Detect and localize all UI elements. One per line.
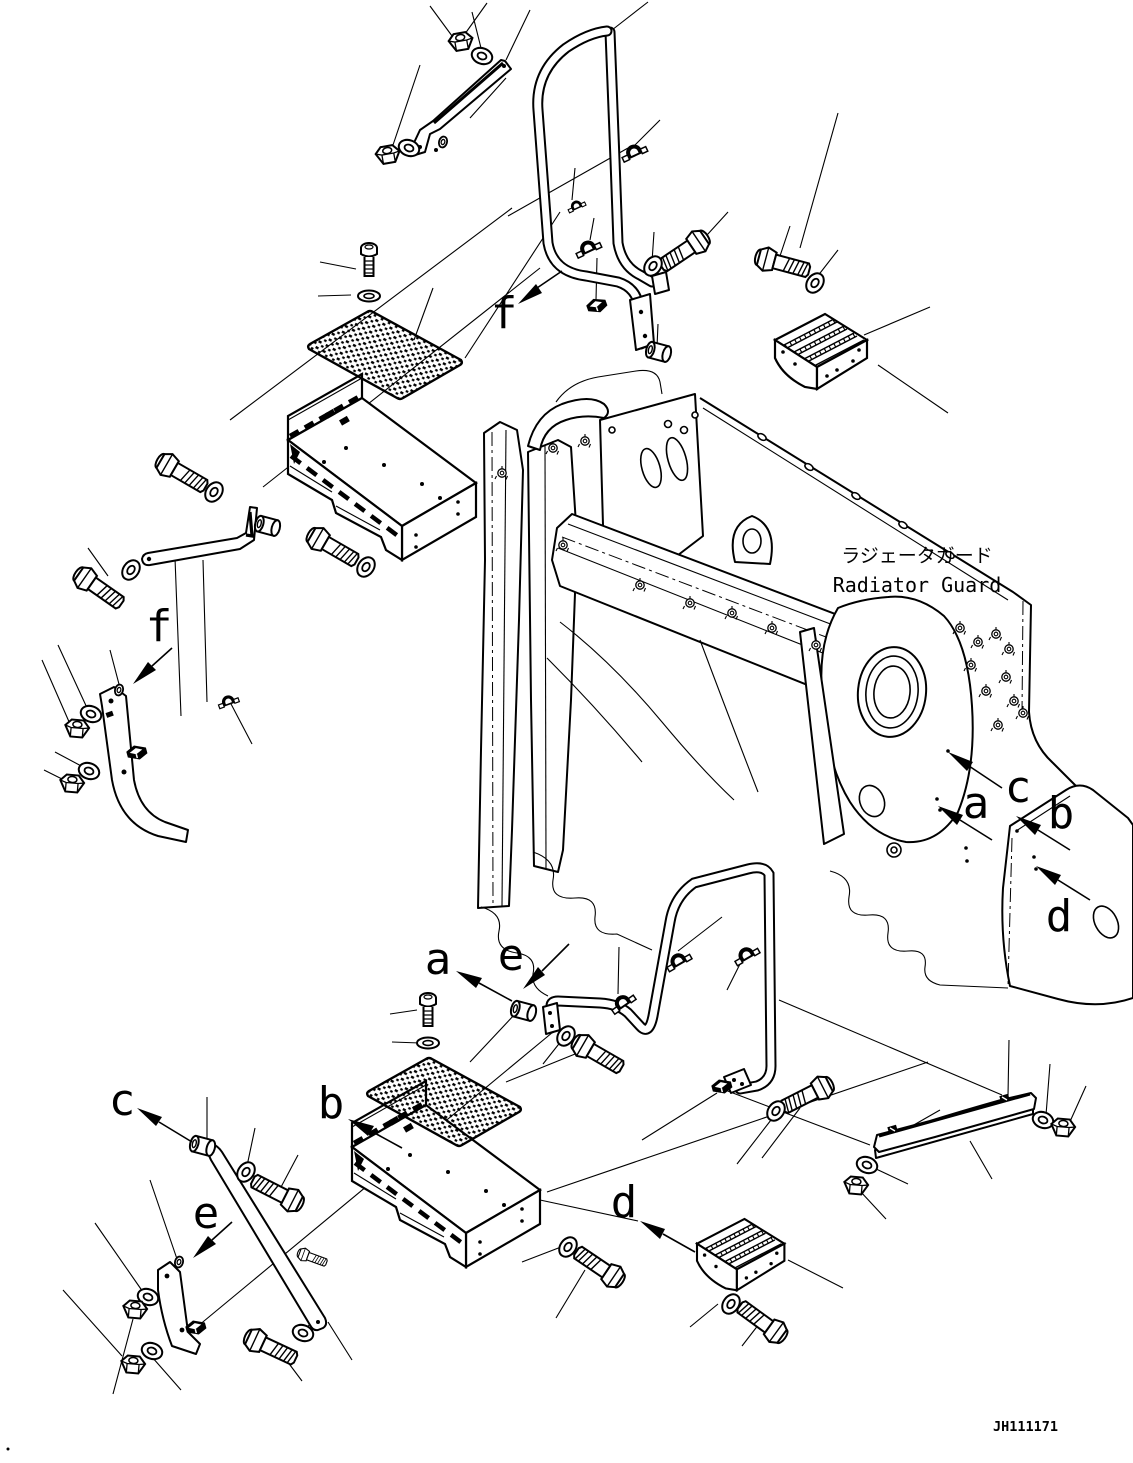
hex-bolt xyxy=(566,1028,629,1080)
view-arrow-a-right xyxy=(938,806,993,841)
lower-left-mount-bracket xyxy=(157,1261,201,1355)
lower-step-hinge-tabs xyxy=(389,1115,414,1133)
view-arrow-e-middle xyxy=(523,943,570,989)
pin xyxy=(172,1254,186,1270)
hex-nut xyxy=(63,717,91,740)
hex-bolt xyxy=(731,1295,793,1350)
hex-nut xyxy=(119,1353,147,1376)
view-arrow-d-lower xyxy=(640,1221,696,1253)
hex-bolt xyxy=(150,447,213,499)
view-arrow-b-right xyxy=(1016,816,1071,851)
lower-right-step-tread xyxy=(697,1219,784,1290)
view-arrow-e-lower xyxy=(193,1221,233,1258)
view-arrow-c-right xyxy=(948,752,1003,789)
rail-clip xyxy=(215,691,240,710)
flat-washer xyxy=(138,1339,166,1363)
hex-bolt xyxy=(568,1240,631,1294)
page-mark-dot xyxy=(6,1447,10,1451)
pan-head-screw xyxy=(419,992,437,1027)
flat-washer xyxy=(416,1036,440,1050)
view-label-e-middle: e xyxy=(498,930,525,981)
hex-bolt xyxy=(67,561,130,615)
view-label-f-left: f xyxy=(146,601,173,652)
hex-bolt xyxy=(776,1070,839,1120)
hex-nut xyxy=(58,772,86,795)
flat-washer xyxy=(468,44,496,68)
part-title-japanese: ラジェータガード xyxy=(841,545,993,567)
upper-support-arm xyxy=(411,59,512,156)
hex-nut xyxy=(446,30,476,53)
rail-clip xyxy=(565,196,587,214)
spacer-bushing xyxy=(252,513,283,538)
spacer-bushing xyxy=(187,1133,218,1158)
upper-step-hinge-tabs xyxy=(325,408,350,426)
rail-clip xyxy=(730,941,761,967)
view-label-a-middle: a xyxy=(425,934,452,985)
view-arrow-b-lower xyxy=(348,1119,403,1149)
hex-nut xyxy=(842,1174,870,1197)
hex-bolt xyxy=(653,224,716,278)
view-label-d-lower: d xyxy=(611,1177,638,1228)
view-arrow-d-right xyxy=(1036,866,1091,901)
left-mount-bracket xyxy=(99,686,189,843)
view-label-c-right: c xyxy=(1005,762,1032,813)
lower-handrail xyxy=(542,862,777,1095)
lower-right-support-arm xyxy=(873,1092,1037,1159)
part-title-english: Radiator Guard xyxy=(833,573,1002,597)
view-label-a-right: a xyxy=(963,778,990,829)
view-label-d-right: d xyxy=(1046,891,1073,942)
view-arrow-f-upper xyxy=(518,270,563,304)
drawing-number: JH111171 xyxy=(993,1419,1058,1435)
hex-bolt xyxy=(239,1323,302,1371)
view-label-b-lower: b xyxy=(318,1078,345,1129)
upper-step-tread-plate xyxy=(307,309,463,401)
view-label-e-lower: e xyxy=(193,1188,220,1239)
hex-nut xyxy=(373,143,403,166)
square-nut xyxy=(584,294,610,317)
spacer-bushing xyxy=(643,339,674,364)
pin xyxy=(436,134,450,150)
hex-nut xyxy=(1049,1116,1077,1139)
side-panel xyxy=(1001,784,1133,1006)
view-label-b-right: b xyxy=(1048,788,1075,839)
left-support-arm xyxy=(141,506,258,567)
view-arrow-a-middle xyxy=(456,971,513,1002)
rail-clip xyxy=(572,235,603,259)
upper-handrail xyxy=(532,25,670,351)
mounting-point-dots xyxy=(935,749,1038,871)
upper-right-step-tread xyxy=(775,314,867,389)
radiator-guard-frame xyxy=(477,369,1133,1006)
spacer-bushing xyxy=(508,998,539,1023)
flat-washer xyxy=(117,555,145,585)
view-label-f-upper: f xyxy=(491,288,518,339)
flat-washer xyxy=(1029,1108,1057,1132)
hex-bolt xyxy=(294,1245,330,1270)
hex-bolt xyxy=(301,521,364,573)
view-label-c-lower: c xyxy=(109,1075,136,1126)
view-arrow-f-left xyxy=(133,647,173,684)
view-arrow-c-lower xyxy=(137,1108,193,1143)
flat-washer xyxy=(357,289,381,303)
lower-left-support-arm xyxy=(205,1142,328,1332)
pan-head-screw xyxy=(360,242,378,277)
